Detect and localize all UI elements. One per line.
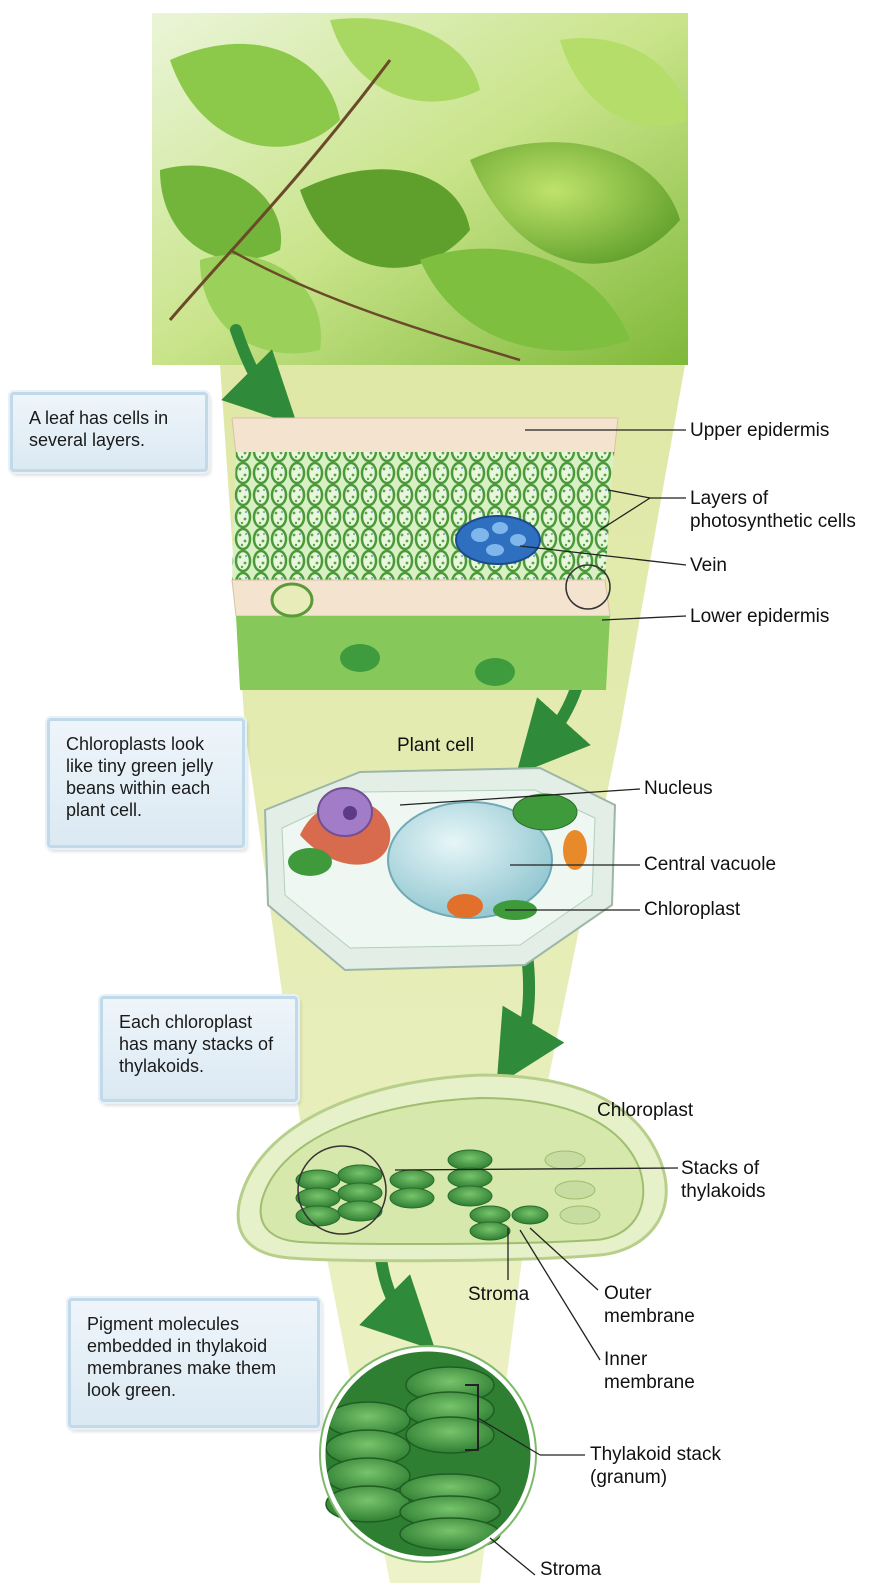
label-vein: Vein [690, 554, 727, 577]
vein [456, 516, 540, 564]
label-lower-epidermis: Lower epidermis [690, 605, 829, 628]
plant-cell [265, 768, 615, 970]
label-central-vacuole: Central vacuole [644, 853, 776, 876]
label-nucleus: Nucleus [644, 777, 713, 800]
label-stroma: Stroma [468, 1283, 529, 1306]
granum-zoom [320, 1346, 536, 1562]
label-plant-cell: Plant cell [397, 734, 474, 757]
leaf-cross-section [232, 418, 618, 690]
label-stacks-of-thylakoids: Stacks of thylakoids [681, 1157, 791, 1203]
label-chloroplast-title: Chloroplast [597, 1099, 693, 1122]
label-chloroplast-part: Chloroplast [644, 898, 740, 921]
label-upper-epidermis: Upper epidermis [690, 419, 829, 442]
label-outer-membrane: Outer membrane [604, 1282, 714, 1328]
label-inner-membrane: Inner membrane [604, 1348, 714, 1394]
label-stroma-zoom: Stroma [540, 1558, 601, 1581]
label-thylakoid-stack-granum: Thylakoid stack (granum) [590, 1443, 750, 1489]
leaf-photo [152, 13, 688, 365]
cell-callout: Chloroplasts look like tiny green jelly … [47, 718, 245, 848]
leaf-callout: A leaf has cells in several layers. [10, 392, 208, 472]
label-photosynthetic-cells: Layers of photosynthetic cells [690, 487, 880, 533]
pigment-callout: Pigment molecules embedded in thylakoid … [68, 1298, 320, 1428]
chloroplast-callout: Each chloroplast has many stacks of thyl… [100, 996, 298, 1102]
